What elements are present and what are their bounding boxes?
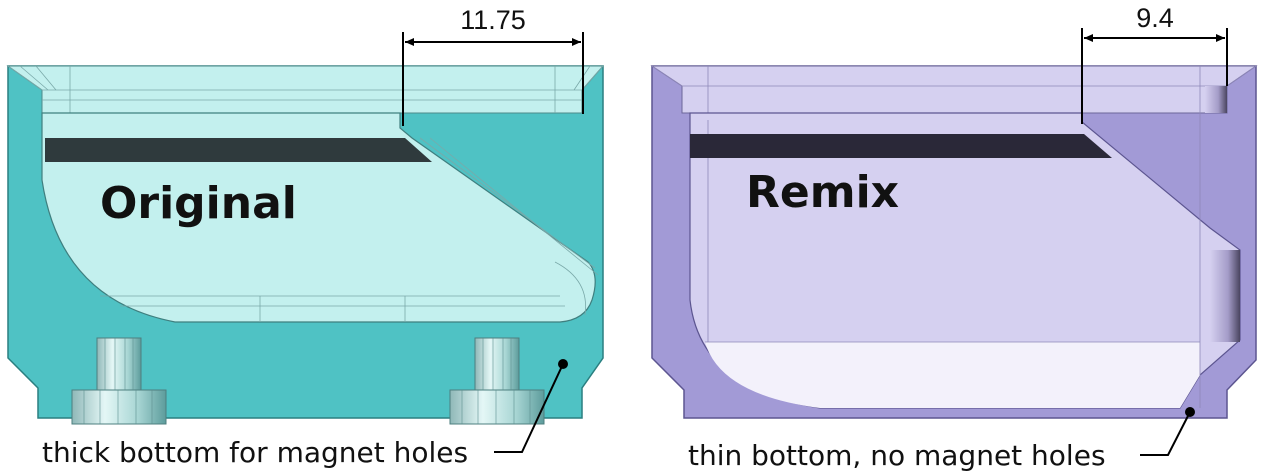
original-magnet-peg-right <box>449 337 545 425</box>
remix-callout: thin bottom, no magnet holes <box>688 407 1195 472</box>
original-dimension: 11.75 <box>402 5 584 126</box>
remix-cavity-floor <box>705 342 1200 408</box>
original-callout: thick bottom for magnet holes <box>42 359 568 469</box>
original-panel: 11.75 Original thick bottom for magnet h… <box>6 5 605 469</box>
original-top-opening <box>6 65 605 114</box>
remix-label: Remix <box>746 167 899 218</box>
remix-opening-edges <box>651 65 1257 113</box>
original-label: Original <box>100 178 297 229</box>
remix-panel: 9.4 Remix thin bottom, no magnet holes <box>650 3 1258 472</box>
remix-slot <box>690 134 1112 158</box>
original-cavity <box>41 112 596 323</box>
remix-top-opening <box>650 65 1258 114</box>
original-slot <box>45 138 432 162</box>
remix-dimension-value: 9.4 <box>1136 3 1174 33</box>
original-magnet-peg-left <box>71 337 167 425</box>
original-cavity-edges <box>100 137 599 322</box>
original-opening-edges <box>7 65 604 113</box>
remix-inner-wall-shade <box>1210 250 1240 342</box>
remix-callout-text: thin bottom, no magnet holes <box>688 439 1106 472</box>
remix-dimension: 9.4 <box>1081 3 1228 124</box>
original-dimension-value: 11.75 <box>460 5 526 35</box>
original-callout-text: thick bottom for magnet holes <box>42 436 468 469</box>
